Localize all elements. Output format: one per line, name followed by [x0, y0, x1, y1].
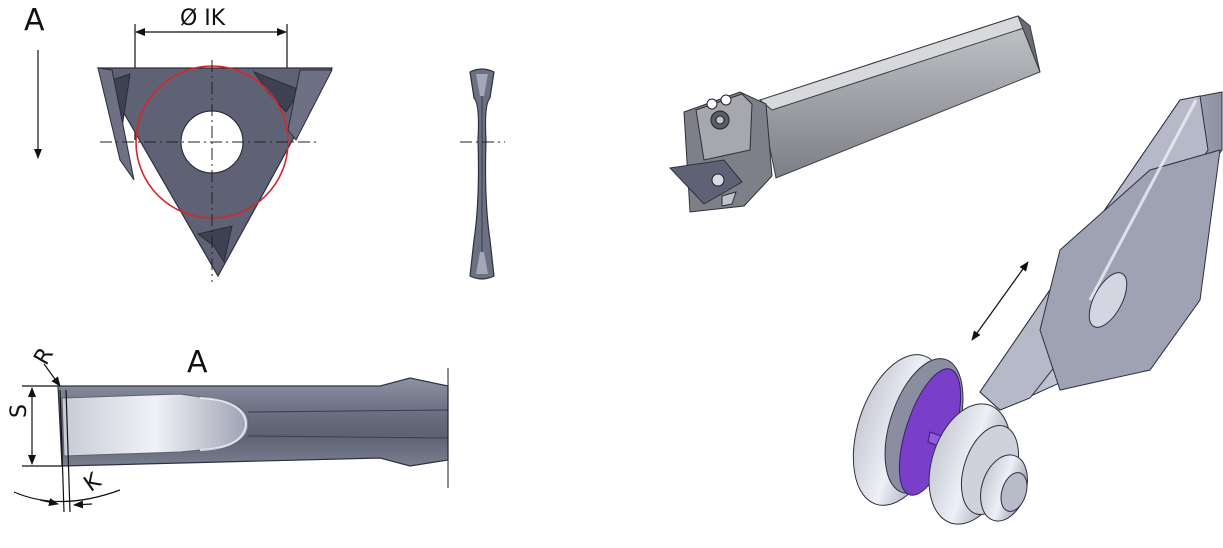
triangle-insert-top-view: A Ø IK	[24, 3, 334, 282]
diameter-ik-label: Ø IK	[180, 6, 226, 31]
view-a-top-label: A	[24, 3, 45, 38]
angle-k-label: K	[80, 468, 107, 497]
radius-r-label: R	[30, 344, 59, 370]
insert-edge-view	[460, 68, 505, 280]
insert-workpiece-isometric	[852, 91, 1223, 525]
tool-holder-isometric	[668, 15, 1041, 213]
double-arrow-icon	[971, 261, 1029, 341]
view-a-side-label: A	[187, 345, 208, 380]
insert-section-view: A R S K	[7, 344, 449, 513]
thickness-s-label: S	[7, 404, 32, 418]
